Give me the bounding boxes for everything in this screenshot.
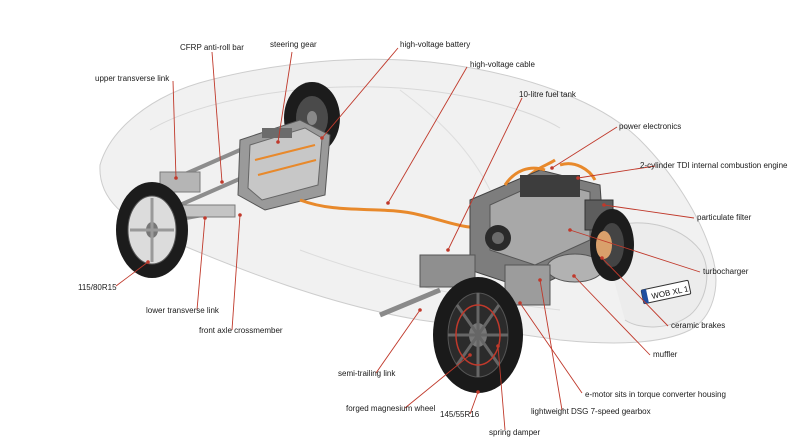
- label-dsg-gearbox: lightweight DSG 7-speed gearbox: [531, 407, 651, 416]
- label-ceramic-brakes: ceramic brakes: [671, 321, 726, 330]
- leader-dots: [146, 136, 606, 394]
- semi-trailing-link-part: [379, 287, 441, 318]
- label-front-tire-size: 115/80R15: [78, 283, 117, 292]
- rear-right-wheel: [590, 209, 634, 281]
- rear-powertrain: [419, 162, 614, 306]
- label-turbocharger: turbocharger: [703, 267, 749, 276]
- label-e-motor: e-motor sits in torque converter housing: [585, 390, 726, 399]
- label-upper-transverse-link: upper transverse link: [95, 74, 170, 83]
- label-cfrp-anti-roll-bar: CFRP anti-roll bar: [180, 43, 244, 52]
- hv-battery: [237, 119, 331, 211]
- label-spring-damper: spring damper: [489, 428, 541, 437]
- leader-lines: [115, 47, 701, 431]
- label-particulate-filter: particulate filter: [697, 213, 752, 222]
- label-rear-tire-size: 145/55R16: [440, 410, 480, 419]
- label-high-voltage-battery: high-voltage battery: [400, 40, 471, 49]
- label-front-axle-crossmember: front axle crossmember: [199, 326, 283, 335]
- label-muffler: muffler: [653, 350, 678, 359]
- label-forged-magnesium-wheel: forged magnesium wheel: [346, 404, 436, 413]
- lower-transverse-link-part: [179, 204, 236, 218]
- label-fuel-tank: 10-litre fuel tank: [519, 90, 576, 99]
- label-lower-transverse-link: lower transverse link: [146, 306, 219, 315]
- label-steering-gear: steering gear: [270, 40, 317, 49]
- label-high-voltage-cable: high-voltage cable: [470, 60, 535, 69]
- label-tdi-engine: 2-cylinder TDI internal combustion engin…: [640, 161, 788, 170]
- label-power-electronics: power electronics: [619, 122, 682, 131]
- front-axle-crossmember-part: [159, 171, 201, 193]
- label-semi-trailing-link: semi-trailing link: [338, 369, 396, 378]
- front-left-wheel: [116, 182, 188, 278]
- rear-left-wheel: [433, 277, 523, 393]
